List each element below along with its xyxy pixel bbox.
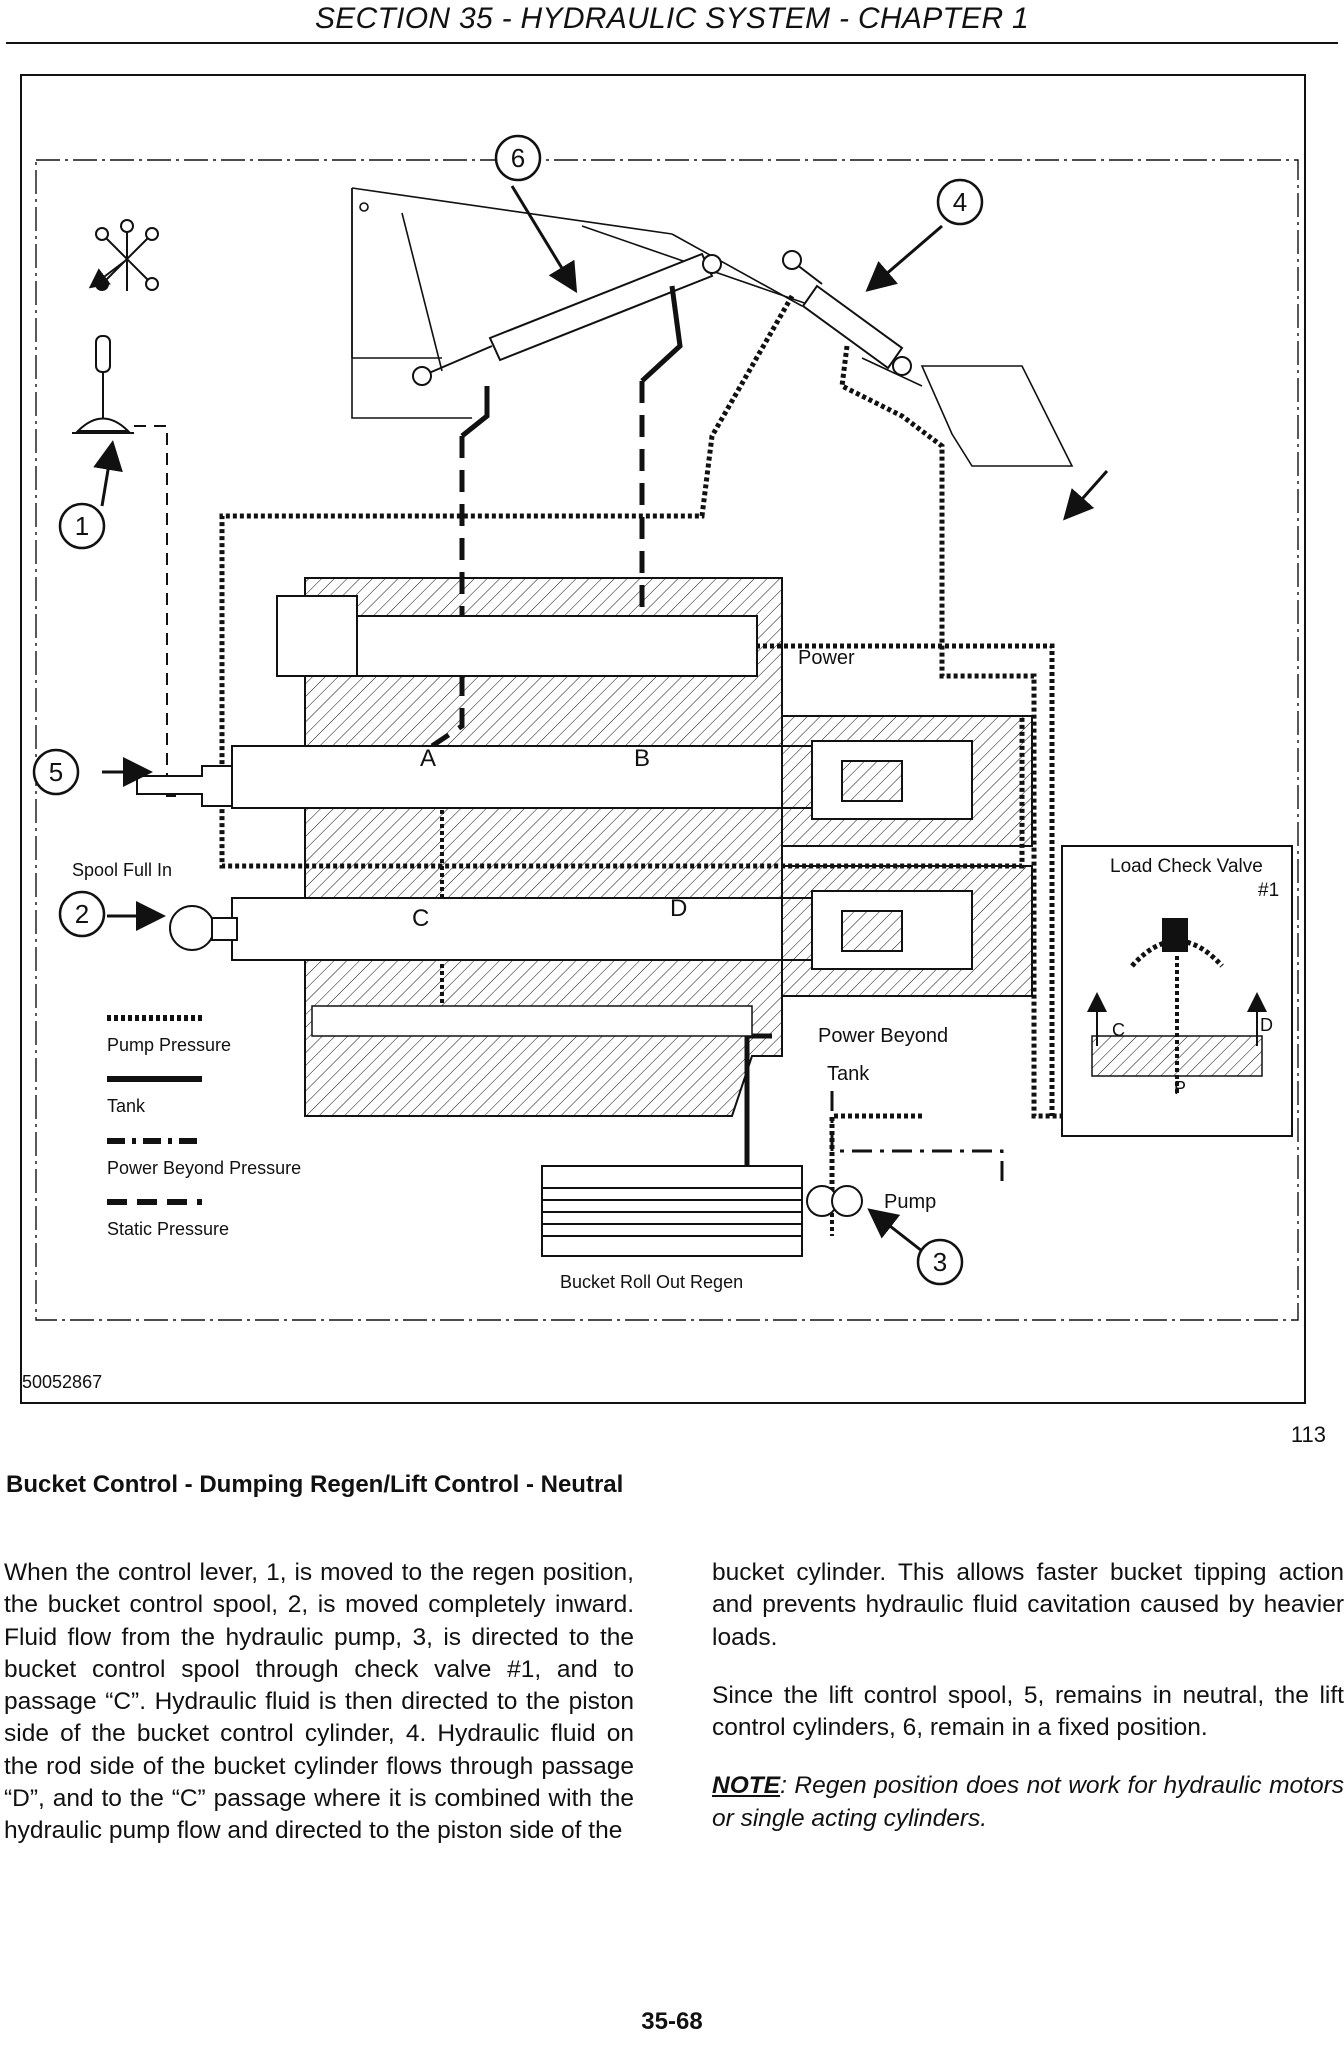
callout-3-label: 3 <box>933 1247 947 1277</box>
label-tank: Tank <box>827 1063 870 1085</box>
text-column-left: When the control lever, 1, is moved to t… <box>4 1557 634 1848</box>
label-valve-number: #1 <box>1258 880 1279 901</box>
body-paragraph-1: When the control lever, 1, is moved to t… <box>4 1559 634 1845</box>
section-heading: Bucket Control - Dumping Regen/Lift Cont… <box>6 1471 624 1498</box>
callout-6 <box>494 134 542 182</box>
label-inset-c: C <box>1112 1020 1125 1040</box>
callout-4-label: 4 <box>953 187 967 217</box>
callout-2 <box>58 890 106 938</box>
label-load-check-valve: Load Check Valve <box>1110 856 1263 877</box>
label-pump: Pump <box>884 1191 936 1213</box>
body-paragraph-1-continued: bucket cylinder. This allows faster buck… <box>712 1559 1344 1651</box>
label-inset-d: D <box>1260 1015 1273 1035</box>
callout-leaders <box>93 185 943 1253</box>
joystick-direction-icon <box>88 219 159 291</box>
callout-3 <box>916 1238 964 1286</box>
schematic-border <box>35 159 1299 1321</box>
body-paragraph-2: Since the lift control spool, 5, remains… <box>712 1681 1344 1742</box>
label-passage-c: C <box>412 905 429 932</box>
note-text: : Regen position does not work for hydra… <box>712 1772 1344 1832</box>
spool-end-caps <box>781 715 1033 997</box>
label-passage-a: A <box>420 745 436 772</box>
legend-swatches <box>107 1015 202 1205</box>
page-number: 35-68 <box>641 2008 703 2035</box>
label-power-beyond: Power Beyond <box>818 1025 948 1047</box>
label-bucket-roll-out-regen: Bucket Roll Out Regen <box>560 1272 743 1292</box>
loader-frame <box>351 187 1074 467</box>
callouts <box>32 134 984 1286</box>
control-lever <box>72 335 134 434</box>
callout-4 <box>936 178 984 226</box>
load-check-valve-inset <box>1061 845 1293 1137</box>
legend-static-pressure: Static Pressure <box>107 1219 229 1239</box>
bucket-cylinder <box>782 250 912 376</box>
hydraulic-schematic-figure: 1 2 3 4 5 6 Power Power Beyond Tank Pump… <box>20 74 1306 1404</box>
legend-power-beyond-pressure: Power Beyond Pressure <box>107 1158 301 1178</box>
reservoir <box>541 1165 803 1257</box>
page-header: SECTION 35 - HYDRAULIC SYSTEM - CHAPTER … <box>0 0 1344 44</box>
callout-1 <box>58 502 106 550</box>
label-spool-full-in: Spool Full In <box>72 860 172 880</box>
callout-1-label: 1 <box>75 511 89 541</box>
header-rule <box>6 42 1338 44</box>
callout-6-label: 6 <box>511 143 525 173</box>
figure-number: 113 <box>1290 1422 1326 1447</box>
callout-5 <box>32 748 80 796</box>
note-paragraph: NOTE: Regen position does not work for h… <box>712 1770 1344 1835</box>
bucket-spool-eye <box>169 905 238 951</box>
label-power: Power <box>798 647 855 669</box>
figure-id: 50052867 <box>22 1372 103 1392</box>
text-column-right: bucket cylinder. This allows faster buck… <box>712 1557 1344 1861</box>
callout-2-label: 2 <box>75 899 89 929</box>
pump-symbol <box>806 1185 863 1217</box>
label-inset-p: P <box>1174 1078 1186 1098</box>
lift-spool-stem <box>136 765 233 807</box>
section-title: SECTION 35 - HYDRAULIC SYSTEM - CHAPTER … <box>314 2 1030 35</box>
legend-pump-pressure: Pump Pressure <box>107 1035 231 1055</box>
label-passage-b: B <box>634 745 650 772</box>
label-passage-d: D <box>670 895 687 922</box>
note-label: NOTE <box>712 1772 781 1800</box>
legend-tank: Tank <box>107 1096 146 1116</box>
callout-5-label: 5 <box>49 757 63 787</box>
valve-body <box>231 577 818 1117</box>
hydraulic-schematic: 1 2 3 4 5 6 Power Power Beyond Tank Pump… <box>32 134 1299 1321</box>
lift-cylinder <box>412 252 722 386</box>
